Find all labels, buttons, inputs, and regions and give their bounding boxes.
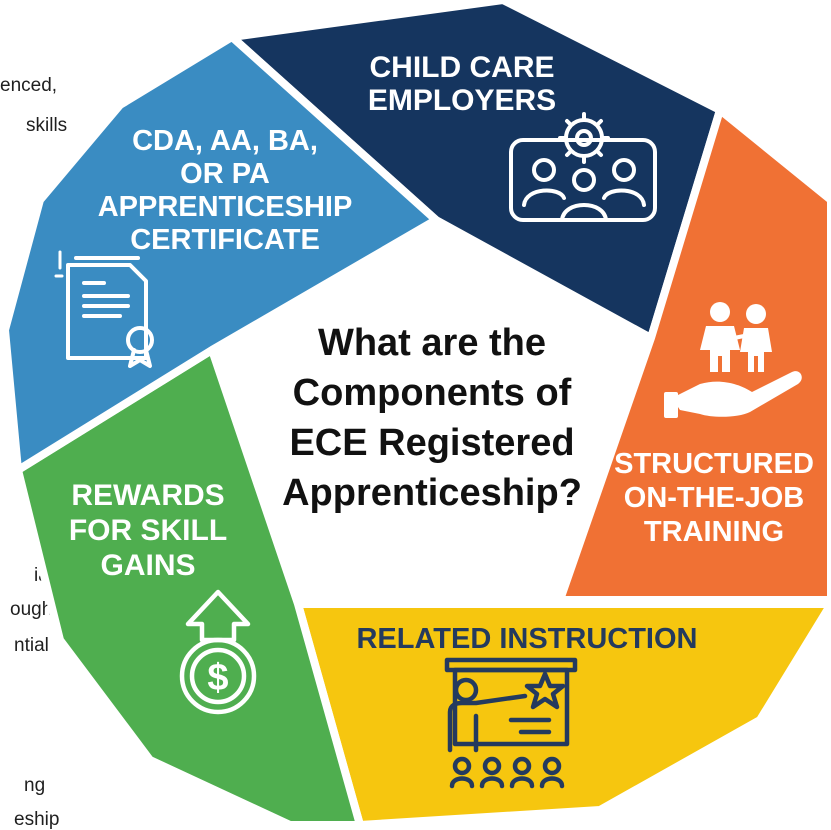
side-text-fragment: ng — [24, 775, 46, 796]
label-employers: CHILD CARE EMPLOYERS — [368, 51, 556, 117]
center-line: Components of — [293, 372, 572, 414]
label-line: GAINS — [100, 549, 195, 582]
team-settings-icon — [509, 112, 657, 222]
center-area — [212, 220, 651, 604]
label-line: STRUCTURED — [614, 448, 814, 480]
label-line: REWARDS — [71, 479, 224, 512]
label-certificate: CDA, AA, BA, OR PA APPRENTICESHIP CERTIF… — [98, 125, 353, 256]
dollar-up-arrow-icon: $ — [179, 589, 257, 715]
label-line: EMPLOYERS — [368, 84, 556, 117]
label-line: CERTIFICATE — [130, 224, 320, 256]
label-instruction: RELATED INSTRUCTION — [356, 623, 697, 655]
label-line: RELATED INSTRUCTION — [356, 623, 697, 655]
children-hand-icon — [664, 302, 802, 418]
certificate-icon — [54, 250, 154, 368]
label-line: ON-THE-JOB — [624, 482, 804, 514]
label-line: TRAINING — [644, 516, 784, 548]
label-line: FOR SKILL — [69, 514, 227, 547]
label-line: APPRENTICESHIP — [98, 191, 353, 223]
side-text-fragment: ntial — [14, 635, 49, 656]
label-line: CDA, AA, BA, — [132, 125, 318, 157]
side-text-fragment: skills — [26, 115, 68, 136]
label-line: OR PA — [180, 158, 270, 190]
segment-rewards — [14, 346, 364, 825]
svg-text:$: $ — [207, 657, 228, 699]
center-line: ECE Registered — [289, 422, 574, 464]
teacher-presentation-icon — [444, 657, 578, 789]
center-line: What are the — [318, 322, 546, 364]
center-line: Apprenticeship? — [282, 472, 582, 514]
center-question: What are the Components of ECE Registere… — [282, 322, 582, 514]
side-text-fragment: enced, — [0, 75, 58, 96]
label-rewards: REWARDS FOR SKILL GAINS — [69, 479, 227, 582]
side-text-fragment: ough — [10, 599, 53, 620]
label-line: CHILD CARE — [370, 51, 555, 84]
label-ojt: STRUCTURED ON-THE-JOB TRAINING — [614, 448, 814, 548]
